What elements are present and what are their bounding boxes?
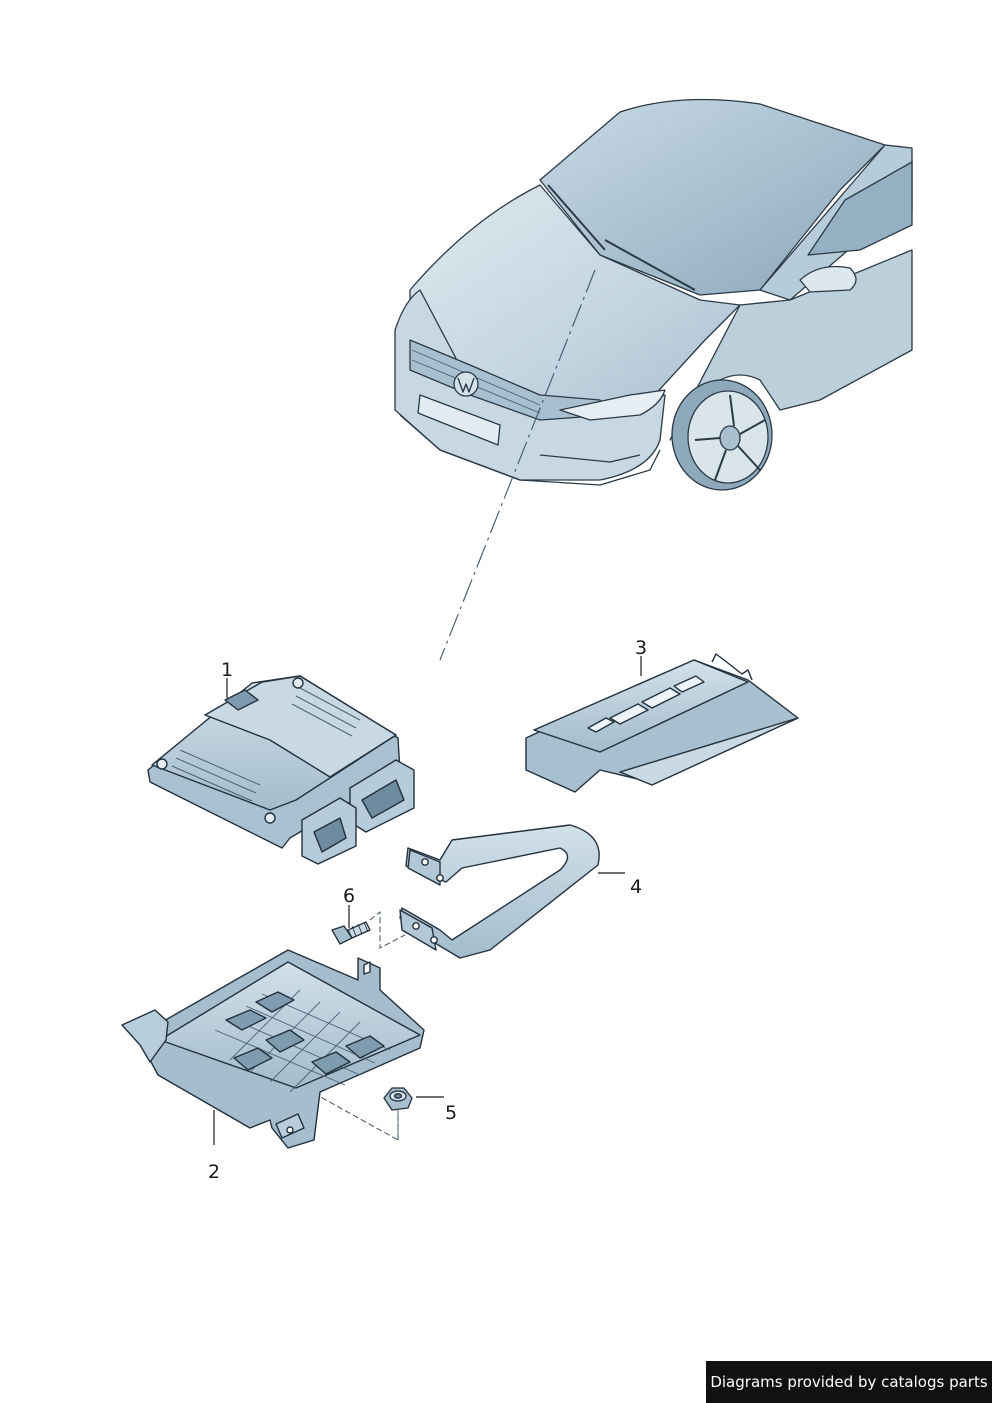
callout-number-2: 2: [208, 1161, 220, 1183]
hex-nut-icon: [383, 1087, 413, 1111]
callout-number-1: 1: [221, 659, 233, 681]
callout-number-3: 3: [635, 637, 647, 659]
car-front-view-icon: [394, 98, 913, 491]
callout-leaders: [213, 656, 642, 1145]
callout-number-5: 5: [445, 1102, 457, 1124]
mounting-bracket-icon: [121, 949, 425, 1149]
credit-text: Diagrams provided by catalogs parts: [710, 1373, 988, 1391]
credit-banner[interactable]: Diagrams provided by catalogs parts: [706, 1361, 992, 1403]
bolt-icon: [331, 921, 371, 945]
callout-number-4: 4: [630, 876, 642, 898]
control-unit-icon: [147, 675, 415, 865]
cover-plate-icon: [525, 653, 799, 793]
callout-number-6: 6: [343, 885, 355, 907]
retaining-strap-icon: [399, 824, 600, 959]
location-leader-line: [439, 269, 596, 661]
